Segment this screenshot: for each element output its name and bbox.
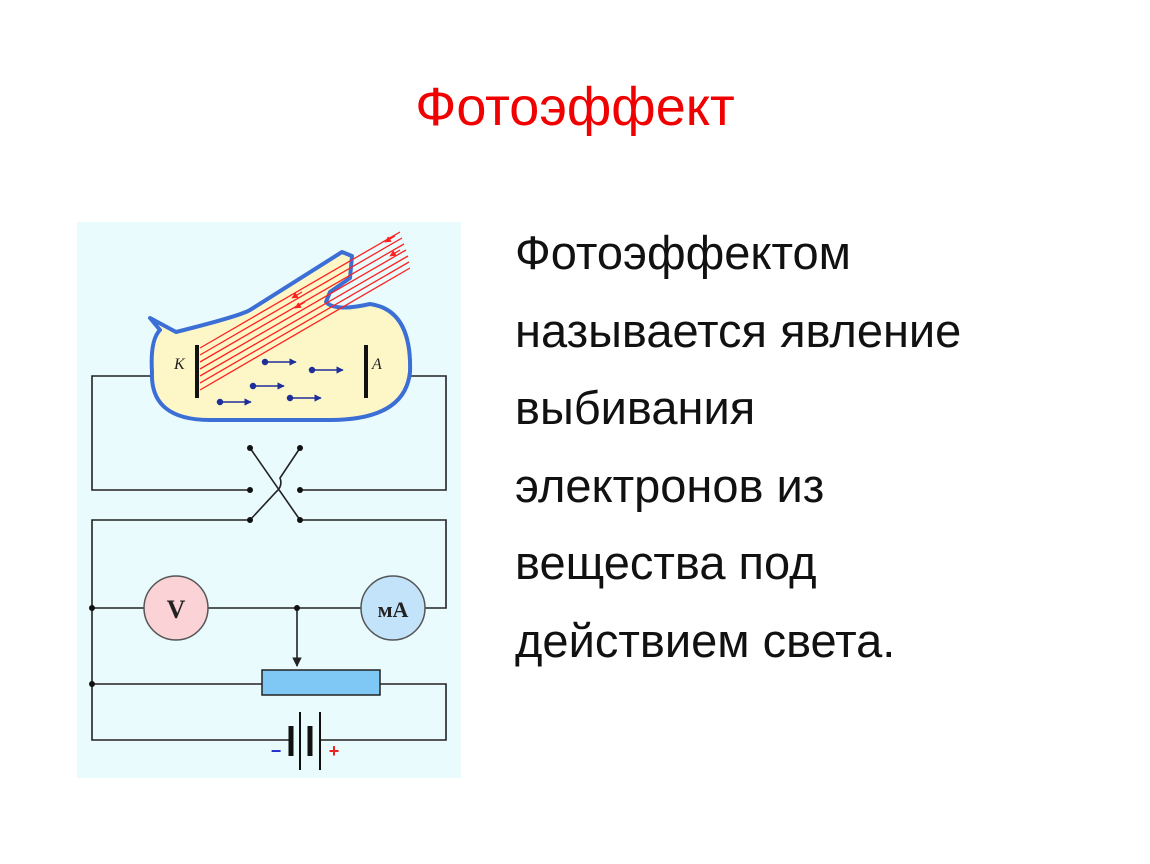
light-rays (199, 231, 411, 391)
switch-terminals (89, 445, 303, 687)
milliammeter (360, 575, 426, 641)
body-line: электронов из (515, 458, 825, 512)
electrons (216, 358, 344, 406)
voltmeter (143, 575, 209, 641)
battery-plus-label: + (329, 741, 340, 761)
body-line: действием света. (515, 613, 896, 667)
slide-title: Фотоэффект (415, 77, 735, 137)
voltmeter-label: V (167, 595, 186, 624)
anode-label: A (371, 356, 382, 373)
body-line: вещества под (515, 536, 817, 589)
slide-body-text: Фотоэффектом называется явление выбивани… (515, 214, 1135, 679)
battery (288, 712, 321, 770)
milliammeter-label: мA (378, 597, 409, 622)
photoeffect-circuit-diagram: K A V мA − + (77, 222, 461, 778)
battery-minus-label: − (271, 741, 282, 761)
body-line: выбивания (515, 381, 756, 434)
cathode-label: K (173, 356, 186, 373)
circuit-wires (91, 375, 447, 741)
rheostat (261, 669, 381, 696)
body-line: называется явление (515, 303, 962, 357)
body-line: Фотоэффектом (515, 226, 851, 279)
